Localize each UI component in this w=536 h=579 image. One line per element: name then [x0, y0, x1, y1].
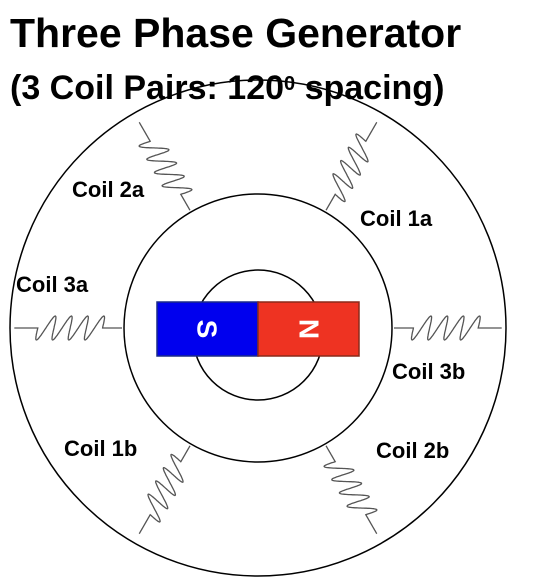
subtitle-text: (3 Coil Pairs: 120: [10, 69, 285, 107]
degree-superscript: 0: [284, 73, 296, 95]
coil-2b-label: Coil 2b: [376, 438, 449, 463]
coil-2b: [323, 445, 378, 535]
coil-1b: [138, 445, 191, 535]
diagram-subtitle: (3 Coil Pairs: 1200 spacing): [10, 66, 444, 110]
coil-1a-winding: [325, 121, 378, 211]
subtitle-text-end: spacing): [295, 69, 445, 107]
coil-1a-label: Coil 1a: [360, 206, 433, 231]
coil-3b-winding: [394, 315, 502, 341]
coil-1b-label: Coil 1b: [64, 436, 137, 461]
coil-3b-label: Coil 3b: [392, 359, 465, 384]
coil-2a: [138, 121, 193, 211]
magnet-south-pole: [156, 301, 259, 357]
coil-1b-winding: [138, 445, 191, 535]
coil-1a: [325, 121, 378, 211]
coil-2b-winding: [323, 445, 378, 535]
inner-stator-ring: [123, 193, 393, 463]
coil-2a-label: Coil 2a: [72, 177, 145, 202]
coil-2a-winding: [138, 121, 193, 211]
coil-3a-winding: [14, 315, 122, 341]
coil-3a-label: Coil 3a: [16, 272, 89, 297]
diagram-title: Three Phase Generator: [10, 10, 462, 56]
south-pole-label: S: [192, 320, 223, 339]
magnet-north-pole: [257, 301, 360, 357]
coil-3a: [14, 315, 122, 341]
north-pole-label: N: [294, 319, 325, 339]
coil-3b: [394, 315, 502, 341]
outer-stator-ring: [9, 79, 507, 577]
